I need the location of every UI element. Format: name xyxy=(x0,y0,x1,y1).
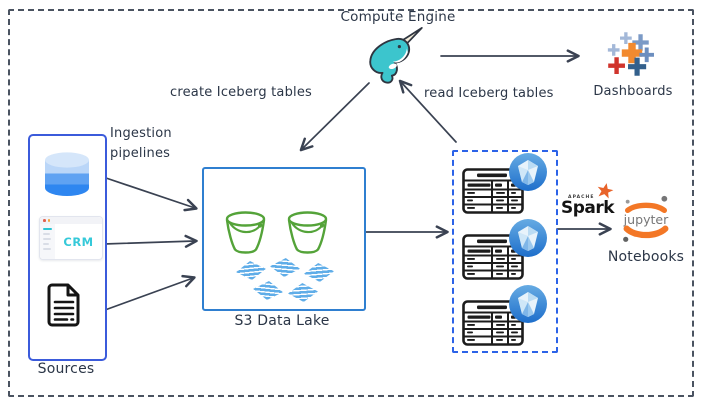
create-iceberg-tables-label: create Iceberg tables xyxy=(170,85,313,100)
s3-data-lake-label: S3 Data Lake xyxy=(234,313,330,329)
iceberg-table-item xyxy=(460,218,556,280)
diagram-outer-border xyxy=(8,9,694,397)
jupyter-logo-icon: jupyter xyxy=(623,195,669,242)
ingestion-pipelines-label: Ingestion pipelines xyxy=(110,126,172,161)
narwhal-icon xyxy=(369,27,423,84)
iceberg-tables-group-box xyxy=(452,150,558,353)
iceberg-badge-icon xyxy=(509,285,547,323)
table-grid-icon xyxy=(462,300,524,346)
arrow-files-to-s3 xyxy=(104,274,196,311)
bucket-icon xyxy=(225,211,266,254)
s3-data-lake-box xyxy=(202,167,366,311)
arrow-crm-to-s3 xyxy=(103,234,198,248)
crm-label: CRM xyxy=(63,234,94,249)
iceberg-table-item xyxy=(460,284,556,346)
spark-wordmark: Spark xyxy=(561,198,615,218)
iceberg-badge-icon xyxy=(509,153,547,191)
arrow-database-to-s3 xyxy=(105,177,198,212)
notebooks-label: Notebooks xyxy=(607,249,685,265)
compute-engine-label: Compute Engine xyxy=(340,9,456,25)
crm-window-titlebar xyxy=(40,217,102,224)
sources-label: Sources xyxy=(37,361,95,377)
arrow-iceberg-to-compute xyxy=(398,79,457,143)
read-iceberg-tables-label: read Iceberg tables xyxy=(424,86,554,101)
database-cylinder-icon xyxy=(45,152,89,196)
dashboards-label: Dashboards xyxy=(593,84,673,99)
jupyter-wordmark: jupyter xyxy=(623,212,669,227)
crm-window-sidebar xyxy=(40,224,55,259)
crm-window-icon: CRM xyxy=(39,216,103,260)
spark-logo-icon: APACHE Spark xyxy=(560,183,618,226)
table-grid-icon xyxy=(462,168,524,214)
iceberg-badge-icon xyxy=(509,219,547,257)
tableau-logo-icon xyxy=(607,32,654,76)
iceberg-table-item xyxy=(460,152,556,214)
spark-star-icon xyxy=(597,183,614,199)
spark-apache-text: APACHE xyxy=(568,195,595,200)
document-icon xyxy=(47,283,80,327)
bucket-icon xyxy=(287,211,328,254)
arrow-compute-to-s3 xyxy=(299,82,370,152)
